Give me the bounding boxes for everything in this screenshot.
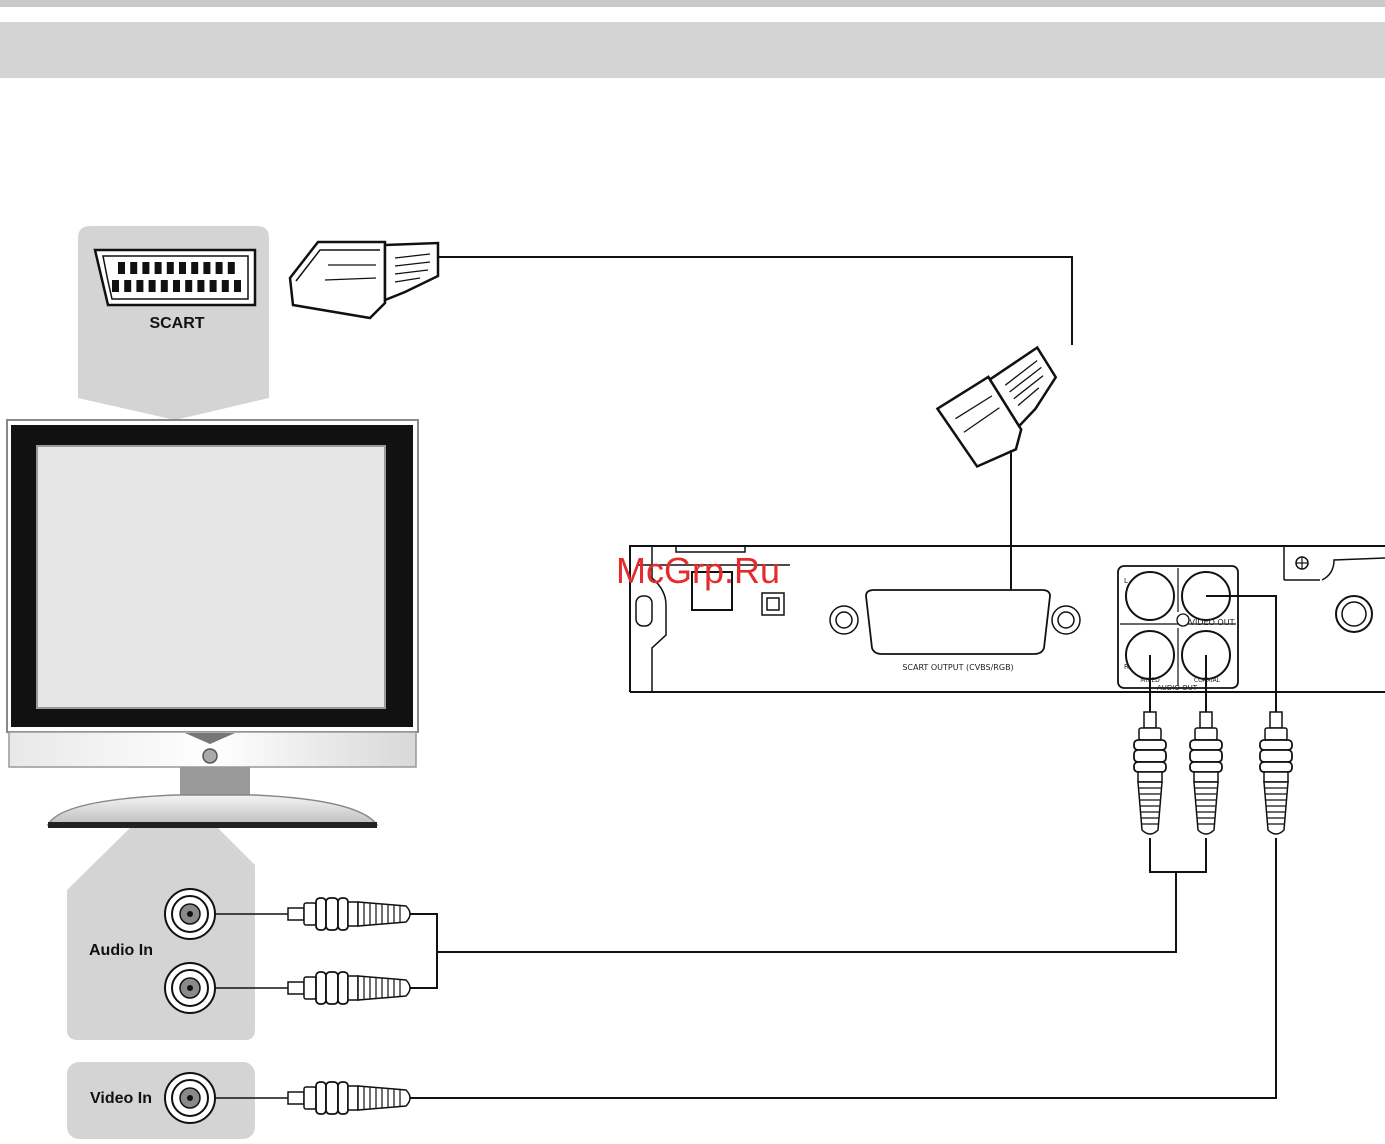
tv-neck [180,767,250,797]
audio-plug-r-tv [288,972,410,1004]
video-plug-player [1260,712,1292,834]
tv-stand-edge [48,822,377,828]
tv-stand-base [48,795,377,825]
scart-pin [179,262,186,274]
audio-out-l-jack [1126,572,1174,620]
video-cable [410,838,1276,1098]
scart-plug-player [937,347,1076,473]
tv-screen [37,446,385,708]
scart-pin [167,262,174,274]
audio-plug-r-player [1190,712,1222,834]
scart-pin [149,280,156,292]
scart-pin [118,262,125,274]
watermark: McGrp.Ru [616,550,780,591]
tv-power-button [203,749,217,763]
audio-cable-join-tv [410,914,437,988]
audio-plug-l-player [1134,712,1166,834]
video-out-label: VIDEO OUT [1190,618,1235,627]
coaxial-label: COAXIAL [1194,677,1221,684]
scart-pin [155,262,162,274]
audio-cable [437,872,1176,952]
scart-cable [438,257,1072,345]
scart-pin [210,280,217,292]
header-band [0,22,1385,78]
audio-in-panel [67,828,255,1040]
scart-pin [161,280,168,292]
scart-pin [124,280,131,292]
scart-pin [222,280,229,292]
scart-pin [142,262,149,274]
scart-label: SCART [149,315,204,332]
scart-pin [191,262,198,274]
scart-output-label: SCART OUTPUT (CVBS/RGB) [902,663,1013,672]
left-channel-label: L [1124,577,1128,585]
audio-in-jack-l [165,889,215,939]
scart-pin [173,280,180,292]
scart-pin [228,262,235,274]
scart-pin [203,262,210,274]
audio-in-label: Audio In [89,942,153,959]
audio-cable-join-player [1150,838,1206,872]
scart-plug-tv [290,242,438,318]
right-channel-label: R [1124,663,1129,671]
scart-pin [185,280,192,292]
audio-out-label: AUDIO OUT [1157,684,1198,692]
video-in-jack [165,1073,215,1123]
player-scart-output [866,590,1050,654]
video-in-label: Video In [90,1090,152,1107]
top-rule [0,0,1385,7]
scart-pin [136,280,143,292]
audio-in-jack-r [165,963,215,1013]
television [7,420,418,828]
video-plug-tv [288,1082,410,1114]
scart-pin [216,262,223,274]
scart-pin [197,280,204,292]
scart-pin [130,262,137,274]
scart-pin [234,280,241,292]
tv-scart-socket [95,250,255,305]
scart-pin [112,280,119,292]
audio-plug-l-tv [288,898,410,930]
